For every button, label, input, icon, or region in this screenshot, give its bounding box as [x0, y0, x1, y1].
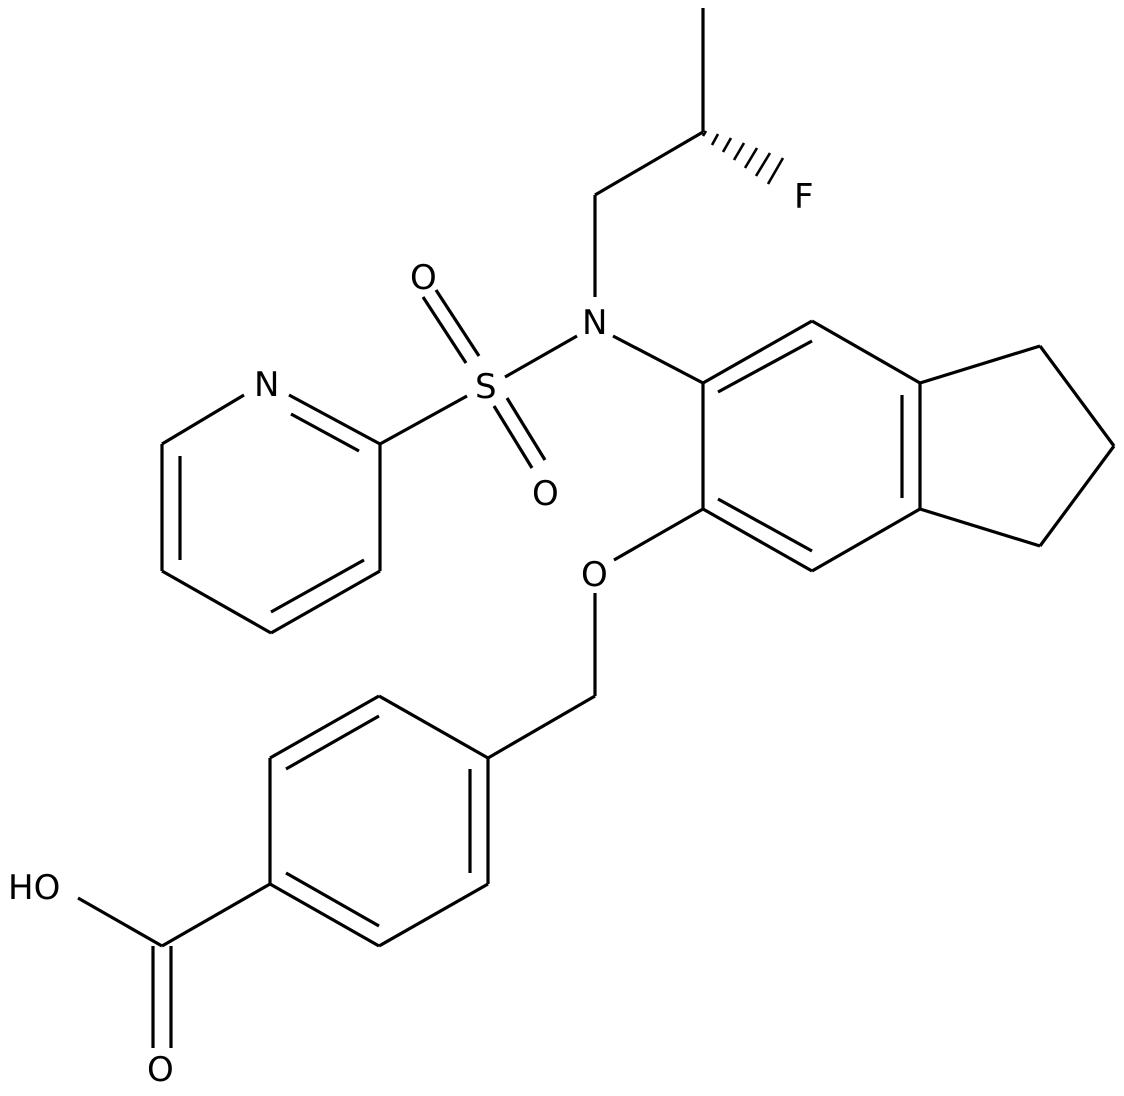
carboxylic-acid-group	[77, 882, 271, 1048]
atom-label-sulfur: S	[475, 367, 497, 407]
bond-c4-c3	[270, 569, 381, 635]
atom-label-pyridine-nitrogen: N	[254, 365, 279, 405]
bond-c6-c7	[702, 319, 813, 385]
bond-c7a-c1	[919, 344, 1041, 385]
atom-label-hydroxyl: HO	[8, 868, 60, 908]
bond-c4-c5	[702, 507, 813, 573]
bond-b4-b5-inner	[285, 871, 380, 928]
bond-c2-n1	[288, 393, 381, 446]
pyridine-ring	[160, 393, 382, 635]
sulfonamide-group	[379, 289, 578, 469]
bond-ch2-aryl	[487, 694, 596, 760]
benzoic-acid-ring	[268, 694, 490, 948]
bond-c1-c2	[1038, 345, 1116, 447]
atom-label-ether-oxygen: O	[581, 555, 608, 595]
atom-label-amine-nitrogen: N	[582, 303, 607, 343]
ether-linker	[487, 507, 704, 760]
bond-b2-b3	[269, 694, 380, 760]
atom-label-carbonyl-oxygen: O	[147, 1050, 174, 1090]
bond-b1-b2	[378, 694, 489, 760]
bond-c5-c4	[161, 569, 272, 635]
bond-c3-c3a	[919, 507, 1041, 548]
bond-c6-c7-inner	[717, 339, 813, 394]
bond-b4-b5	[269, 882, 380, 948]
bond-chiral-ch2	[594, 130, 704, 197]
atom-label-sulfonyl-oxygen-bottom: O	[532, 474, 559, 514]
indane-cyclopentane-ring	[919, 344, 1116, 548]
bond-n-c6	[612, 334, 704, 385]
bond-b5-b6	[378, 882, 489, 948]
bond-b2-b3-inner	[285, 714, 380, 771]
bond-c-oh	[77, 896, 163, 948]
atom-label-fluorine: F	[794, 177, 814, 217]
hashed-wedge-bond-f	[701, 130, 785, 185]
bond-c4-c5-inner	[717, 497, 813, 553]
bond-s-o-bottom-2	[505, 397, 547, 461]
bond-c2-c3	[1038, 445, 1116, 547]
indane-benzene-ring	[612, 319, 922, 573]
bond-c7-c7a	[811, 319, 921, 385]
bond-s-pyridine	[379, 394, 468, 446]
fluoropropyl-chain	[593, 8, 785, 297]
bond-s-o-top-1	[421, 296, 468, 364]
bond-c3a-c4	[811, 507, 921, 573]
bond-c5-o	[613, 507, 704, 562]
bond-n-s	[504, 334, 578, 379]
bond-s-o-bottom-1	[492, 405, 534, 469]
bond-c4-c3-inner	[270, 558, 365, 614]
bond-c2-n1-inner	[290, 412, 360, 453]
atom-label-sulfonyl-oxygen-top: O	[410, 258, 437, 298]
bond-n1-c6	[161, 393, 245, 446]
bond-s-o-top-2	[434, 289, 481, 357]
bond-ring-cooh	[161, 882, 271, 948]
